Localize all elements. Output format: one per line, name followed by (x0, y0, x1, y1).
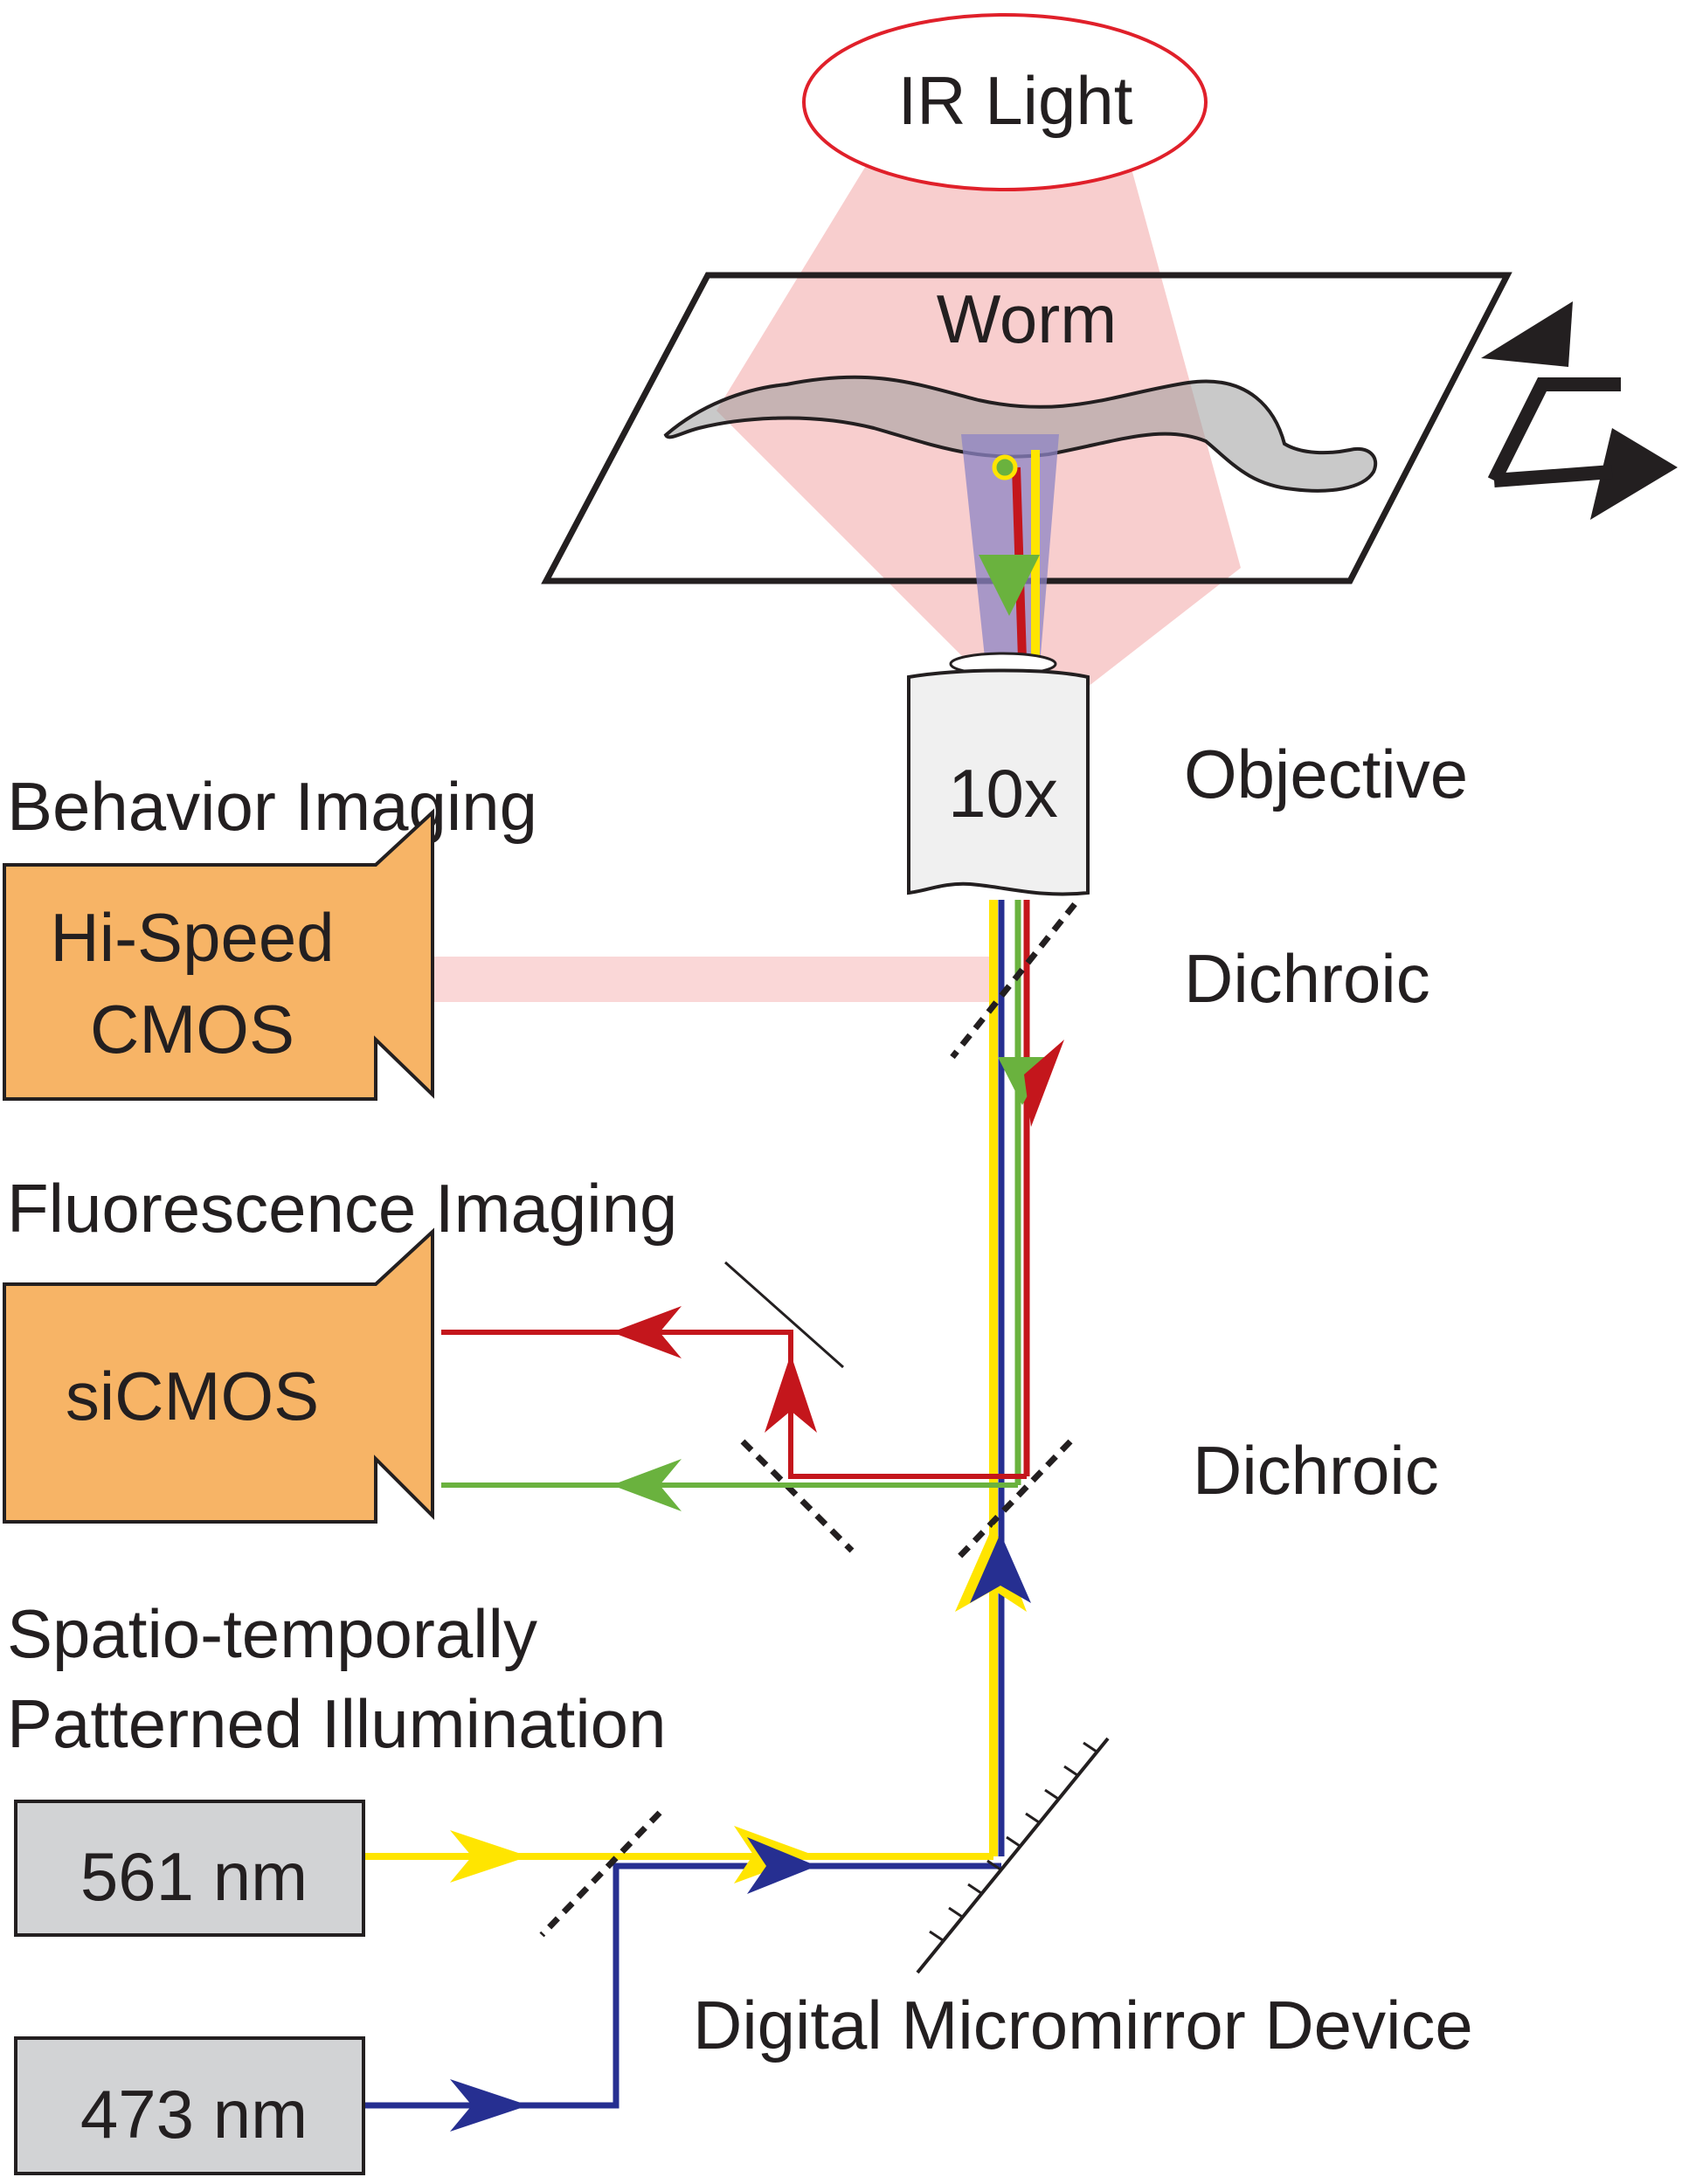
fluor-mirror (724, 1261, 844, 1369)
upper-dichroic (950, 902, 1077, 1060)
fluorescence-imaging-label: Fluorescence Imaging (7, 1170, 677, 1247)
hispeed-cmos-line2: CMOS (90, 991, 294, 1068)
fluor-dichroic (740, 1439, 855, 1553)
ir-light-label: IR Light (898, 62, 1133, 139)
hispeed-cmos-line1: Hi-Speed (50, 899, 334, 976)
behavior-imaging-label: Behavior Imaging (7, 768, 537, 845)
hispeed-cmos-camera (3, 808, 434, 1101)
focus-arrow-green (979, 555, 1040, 616)
sicmos-label: siCMOS (66, 1358, 319, 1434)
stage-motion-arrow (1487, 377, 1621, 484)
xy-motorized-stage (541, 272, 1512, 584)
red-emission-path (441, 1330, 1027, 1479)
arrow-up-blue (970, 1533, 1031, 1603)
objective-label: Objective (1184, 736, 1468, 812)
ir-light-source (802, 13, 1208, 191)
stage-arrow-head-right (1590, 428, 1678, 520)
illumination-label-line1: Spatio-temporally (7, 1595, 537, 1672)
illumination-label-line2: Patterned Illumination (7, 1685, 666, 1762)
stage-arrow-stem (1493, 465, 1613, 487)
laser-561-box (14, 1800, 365, 1937)
green-arrow-left (612, 1459, 682, 1511)
lower-dichroic-label: Dichroic (1193, 1432, 1439, 1509)
laser-473-label: 473 nm (80, 2076, 308, 2153)
blue-arrow-right (450, 2079, 529, 2132)
red-arrow-left (612, 1306, 682, 1358)
yellow-arrow-right (450, 1830, 529, 1883)
dmd-hatching (929, 1741, 1097, 1942)
arrow-down-red (1024, 1040, 1064, 1127)
sicmos-camera (3, 1227, 434, 1524)
dmd-label: Digital Micromirror Device (693, 1987, 1473, 2063)
red-arrow-up (765, 1354, 817, 1433)
objective-body (907, 668, 1090, 896)
blue-laser-path (365, 1863, 1001, 2109)
lower-dichroic (954, 1439, 1073, 1562)
worm-label: Worm (937, 280, 1118, 357)
laser-561-label: 561 nm (80, 1838, 308, 1915)
focus-point (992, 454, 1018, 480)
stage-arrow-head-up (1481, 301, 1573, 367)
worm (663, 375, 1377, 493)
combining-dichroic (539, 1810, 662, 1938)
dmd-surface (916, 1737, 1110, 1974)
upper-dichroic-label: Dichroic (1184, 940, 1430, 1017)
objective-magnification: 10x (948, 755, 1058, 832)
laser-473-box (14, 2036, 365, 2175)
blue-arrow-combined (747, 1837, 817, 1894)
ir-side-beam (428, 957, 996, 1002)
